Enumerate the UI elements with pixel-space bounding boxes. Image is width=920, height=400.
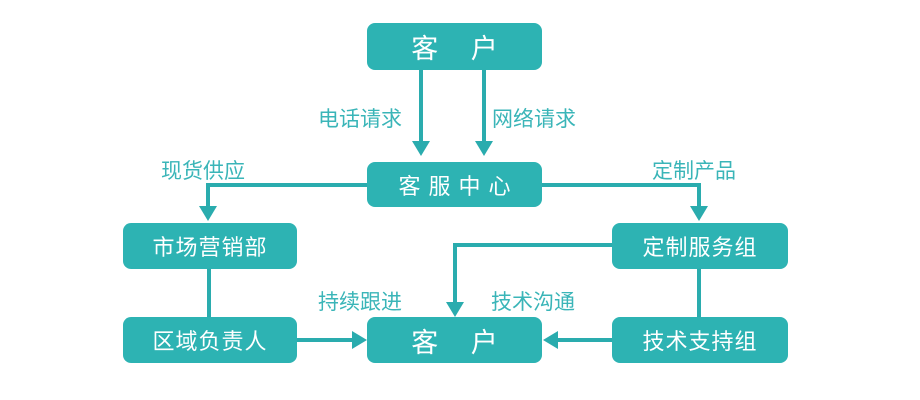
connector-phone-request-line bbox=[419, 70, 423, 142]
arrow-down-icon bbox=[446, 302, 464, 317]
edge-label-web-request: 网络请求 bbox=[492, 107, 576, 131]
connector-csg-customer-hline bbox=[457, 243, 612, 247]
connector-custom-product-hline bbox=[542, 183, 701, 187]
connector-spot-supply-hline bbox=[208, 183, 367, 187]
edge-label-spot-supply: 现货供应 bbox=[161, 159, 245, 183]
connector-followup-line bbox=[297, 338, 353, 342]
arrow-down-icon bbox=[199, 206, 217, 221]
connector-csg-customer-vline bbox=[453, 243, 457, 303]
node-marketing-dept: 市场营销部 bbox=[123, 223, 297, 269]
edge-label-continuous-followup: 持续跟进 bbox=[318, 290, 402, 314]
connector-csg-tsg-line bbox=[697, 269, 701, 317]
connector-tech-communication-line bbox=[556, 338, 612, 342]
edge-label-tech-communication: 技术沟通 bbox=[491, 290, 575, 314]
arrow-left-icon bbox=[543, 331, 558, 349]
node-custom-service-group: 定制服务组 bbox=[612, 223, 788, 269]
connector-marketing-regional-line bbox=[207, 269, 211, 317]
node-customer-top: 客 户 bbox=[367, 23, 542, 70]
connector-spot-supply-vline bbox=[206, 183, 210, 207]
edge-label-phone-request: 电话请求 bbox=[318, 107, 402, 131]
node-tech-support-group: 技术支持组 bbox=[612, 317, 788, 363]
arrow-down-icon bbox=[475, 141, 493, 156]
node-customer-bottom: 客 户 bbox=[367, 317, 542, 363]
node-regional-manager: 区域负责人 bbox=[123, 317, 297, 363]
connector-custom-product-vline bbox=[697, 183, 701, 207]
arrow-right-icon bbox=[352, 331, 367, 349]
arrow-down-icon bbox=[690, 206, 708, 221]
connector-web-request-line bbox=[482, 70, 486, 142]
arrow-down-icon bbox=[412, 141, 430, 156]
node-service-center: 客服中心 bbox=[367, 162, 542, 207]
edge-label-custom-product: 定制产品 bbox=[652, 159, 736, 183]
